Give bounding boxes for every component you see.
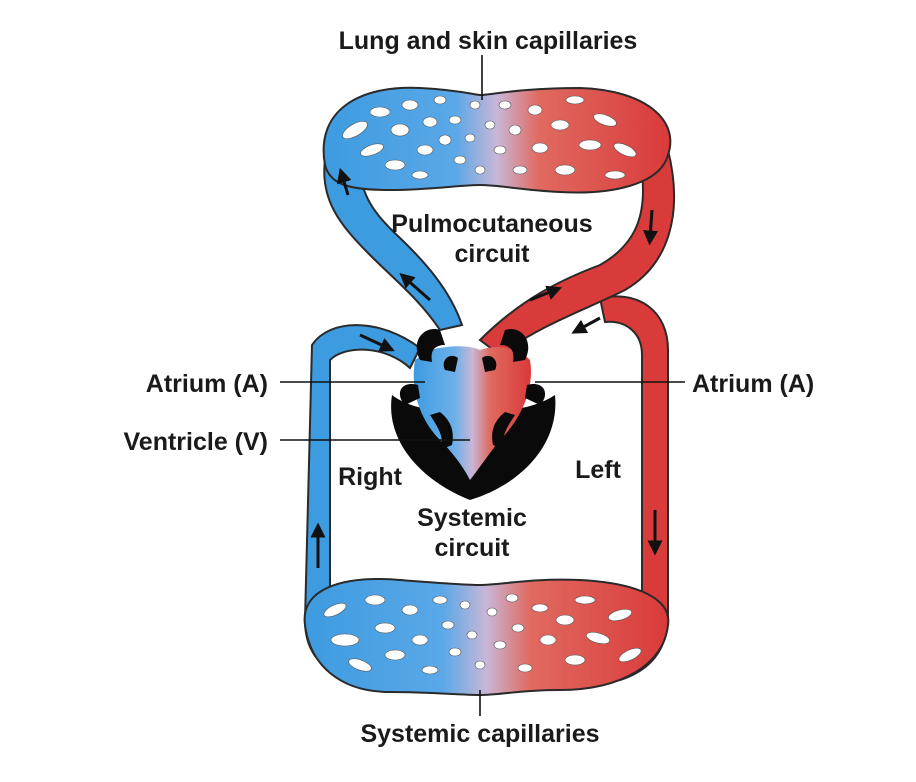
label-lung-capillaries: Lung and skin capillaries bbox=[339, 27, 638, 55]
label-ventricle: Ventricle (V) bbox=[124, 428, 269, 456]
label-pulmocutaneous: Pulmocutaneous bbox=[391, 210, 592, 238]
arrow-pulm-descend-right bbox=[643, 209, 659, 246]
lung-capillary-bed bbox=[322, 86, 672, 194]
systemic-capillary-bed bbox=[303, 578, 670, 697]
label-right: Right bbox=[338, 463, 403, 491]
label-systemic-circuit: circuit bbox=[434, 534, 510, 562]
arrow-vein-into-heart bbox=[359, 333, 395, 352]
flow-arrows bbox=[310, 167, 663, 568]
arrow-aorta-up bbox=[529, 285, 562, 302]
leader-lines bbox=[280, 55, 685, 716]
label-atrium-left-side: Atrium (A) bbox=[692, 370, 814, 398]
label-systemic: Systemic bbox=[417, 504, 527, 532]
label-atrium-right-side: Atrium (A) bbox=[146, 370, 268, 398]
arrow-pulm-up-left bbox=[336, 167, 352, 196]
label-systemic-capillaries: Systemic capillaries bbox=[360, 720, 599, 748]
label-left: Left bbox=[575, 456, 622, 484]
labels: Lung and skin capillaries Pulmocutaneous… bbox=[124, 27, 815, 748]
systemic-artery-left-side bbox=[598, 295, 669, 682]
arrow-pulm-into-heart bbox=[571, 316, 601, 334]
atrium-left-vessels bbox=[482, 329, 546, 405]
heart-chambers bbox=[413, 346, 531, 480]
atrium-right-vessels bbox=[399, 329, 458, 405]
label-pulmocutaneous-circuit: circuit bbox=[454, 240, 530, 268]
arrow-pulm-ascend bbox=[399, 273, 431, 302]
